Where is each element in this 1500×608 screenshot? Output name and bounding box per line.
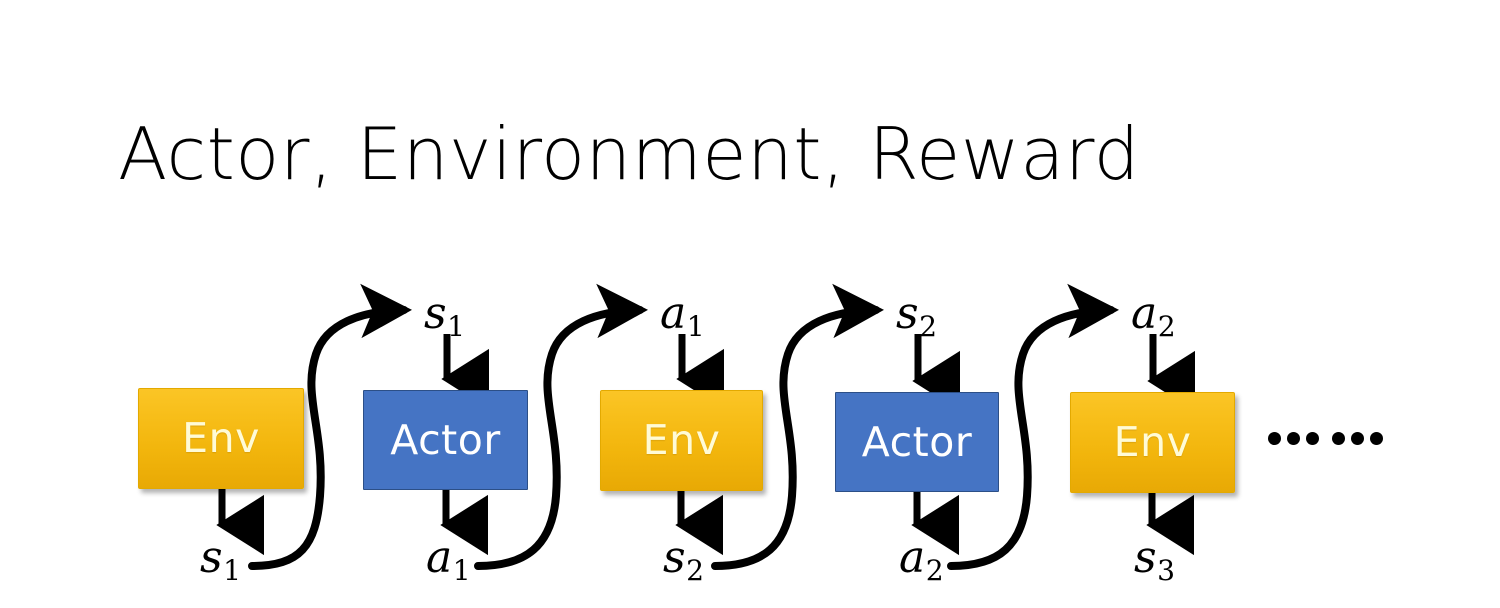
math-label-bot-s1: s1 (200, 536, 241, 586)
node-box-actor1[interactable]: Actor (363, 390, 528, 490)
node-label: Actor (390, 415, 501, 464)
math-label-top-s2: s2 (896, 292, 937, 342)
math-subscript: 1 (447, 310, 466, 344)
ellipsis-dot (1306, 432, 1319, 445)
math-label-bot-a1: a1 (426, 536, 471, 586)
math-subscript: 1 (686, 310, 705, 344)
math-base: a (899, 532, 926, 583)
continuation-ellipsis (1268, 432, 1389, 445)
node-box-env3[interactable]: Env (1070, 392, 1235, 493)
math-subscript: 3 (1157, 554, 1176, 588)
math-subscript: 1 (452, 554, 471, 588)
math-label-top-s1: s1 (424, 292, 465, 342)
math-label-top-a1: a1 (660, 292, 705, 342)
math-label-bot-a2: a2 (899, 536, 944, 586)
math-subscript: 2 (925, 554, 944, 588)
node-box-actor2[interactable]: Actor (835, 392, 999, 492)
ellipsis-dot (1287, 432, 1300, 445)
math-subscript: 1 (223, 554, 242, 588)
math-subscript: 2 (1157, 310, 1176, 344)
ellipsis-dot (1268, 432, 1281, 445)
node-box-env1[interactable]: Env (138, 388, 304, 489)
ellipsis-dot (1351, 432, 1364, 445)
node-label: Env (182, 414, 260, 462)
math-subscript: 2 (919, 310, 938, 344)
math-base: a (426, 532, 453, 583)
math-label-bot-s2: s2 (663, 536, 704, 586)
ellipsis-dot (1370, 432, 1383, 445)
ellipsis-dot (1332, 432, 1345, 445)
math-base: s (663, 532, 686, 583)
node-label: Env (642, 416, 721, 464)
math-base: s (896, 288, 919, 339)
page-title: Actor, Environment, Reward (118, 112, 1140, 196)
ellipsis-run-2 (1332, 432, 1389, 445)
node-box-env2[interactable]: Env (600, 390, 763, 491)
math-subscript: 2 (686, 554, 705, 588)
node-label: Actor (861, 417, 973, 466)
math-label-top-a2: a2 (1131, 292, 1176, 342)
math-base: s (200, 532, 223, 583)
math-label-bot-s3: s3 (1134, 536, 1175, 586)
math-base: s (1134, 532, 1157, 583)
math-base: s (424, 288, 447, 339)
math-base: a (660, 288, 687, 339)
math-base: a (1131, 288, 1158, 339)
node-label: Env (1113, 418, 1192, 466)
ellipsis-run-1 (1268, 432, 1325, 445)
